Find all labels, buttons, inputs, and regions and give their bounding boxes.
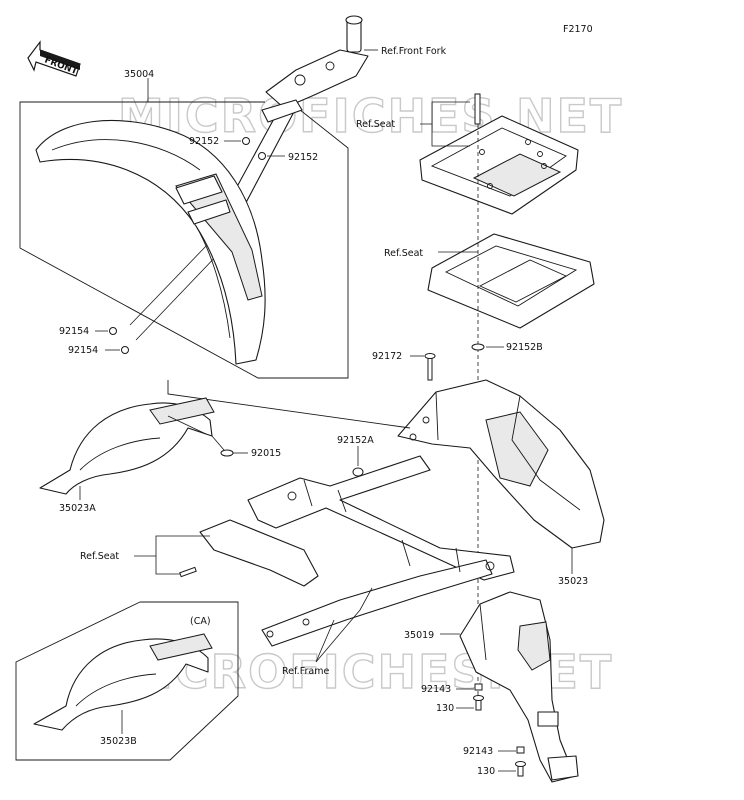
washer-92152A bbox=[352, 467, 364, 477]
label-92154-a: 92154 bbox=[59, 326, 89, 337]
label-130-b: 130 bbox=[477, 766, 495, 777]
bolt-130-a bbox=[473, 695, 484, 711]
bolt-ref-seat-left bbox=[179, 566, 197, 578]
front-arrow-icon: FRONT bbox=[27, 40, 81, 77]
label-ref-seat-left: Ref.Seat bbox=[80, 551, 119, 562]
seat-base-plate bbox=[427, 233, 595, 329]
collar-92143-a bbox=[474, 683, 483, 691]
washer-92152B bbox=[471, 343, 485, 351]
label-ref-front-fork: Ref.Front Fork bbox=[381, 46, 447, 57]
label-92152-a: 92152 bbox=[189, 136, 219, 147]
seat-bolt-top bbox=[474, 93, 481, 125]
front-fender-frame bbox=[19, 101, 349, 379]
front-fender-group bbox=[19, 15, 369, 379]
seat-tray-top bbox=[419, 115, 579, 215]
label-ref-frame: Ref.Frame bbox=[282, 666, 329, 677]
label-92152A: 92152A bbox=[337, 435, 374, 446]
label-92154-b: 92154 bbox=[68, 345, 98, 356]
inner-fender-35023A bbox=[39, 380, 411, 495]
label-35019: 35019 bbox=[404, 630, 434, 641]
label-92015: 92015 bbox=[251, 448, 281, 459]
rear-fender-35019 bbox=[459, 591, 579, 783]
label-35004: 35004 bbox=[124, 69, 154, 80]
subframe bbox=[199, 455, 515, 647]
bolt-92172 bbox=[424, 353, 436, 381]
collar-92143-b bbox=[516, 746, 525, 754]
watermark-top: MICROFICHES.NET bbox=[118, 89, 623, 143]
washer-92152-a bbox=[242, 137, 250, 145]
label-ref-seat-top: Ref.Seat bbox=[356, 119, 395, 130]
label-35023A: 35023A bbox=[59, 503, 96, 514]
label-ca: (CA) bbox=[190, 616, 211, 627]
rear-fender-35023 bbox=[397, 379, 605, 549]
washer-92154-a bbox=[109, 327, 117, 335]
label-35023B: 35023B bbox=[100, 736, 137, 747]
label-92152-b: 92152 bbox=[288, 152, 318, 163]
bolt-130-b bbox=[515, 761, 526, 777]
label-92143-a: 92143 bbox=[421, 684, 451, 695]
label-130-a: 130 bbox=[436, 703, 454, 714]
label-92172: 92172 bbox=[372, 351, 402, 362]
inner-fender-35023B bbox=[15, 601, 239, 761]
diagram-code: F2170 bbox=[563, 24, 593, 35]
washer-92154-b bbox=[121, 346, 129, 354]
label-35023: 35023 bbox=[558, 576, 588, 587]
leader-lines bbox=[79, 49, 573, 772]
bolt-92015 bbox=[211, 435, 234, 457]
label-ref-seat-mid: Ref.Seat bbox=[384, 248, 423, 259]
label-92152B: 92152B bbox=[506, 342, 543, 353]
washer-92152-b bbox=[258, 152, 266, 160]
label-92143-b: 92143 bbox=[463, 746, 493, 757]
